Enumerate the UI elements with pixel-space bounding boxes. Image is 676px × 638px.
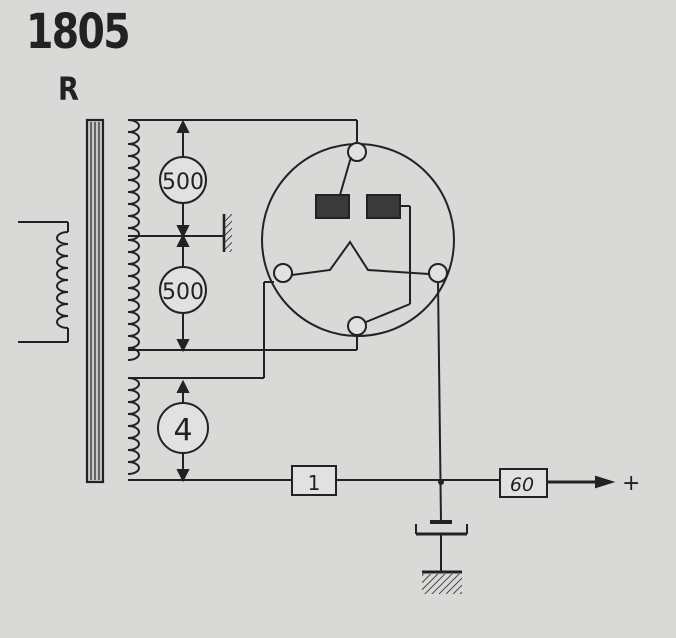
capacitor-ground bbox=[422, 570, 462, 594]
heater-secondary-winding bbox=[127, 377, 140, 475]
pin-anode-2 bbox=[347, 316, 367, 336]
tube-type-label: 1805 bbox=[26, 4, 131, 60]
hv-lower-voltage-arrow bbox=[176, 233, 190, 353]
hv-upper-voltage-label: 500 bbox=[162, 170, 204, 195]
choke-label: 60 bbox=[510, 474, 534, 496]
heater-voltage-circle bbox=[157, 402, 209, 454]
hv-upper-voltage-arrow bbox=[176, 119, 190, 239]
transformer-core bbox=[85, 118, 105, 484]
output-junction bbox=[438, 479, 444, 485]
series-resistor-label: 1 bbox=[308, 471, 321, 495]
anode-left bbox=[315, 194, 350, 219]
tube-suffix-label: R bbox=[58, 70, 79, 108]
pin-anode-1 bbox=[347, 142, 367, 162]
anode-right bbox=[366, 194, 401, 219]
heater-leads bbox=[128, 281, 292, 481]
output-polarity-label: + bbox=[622, 471, 640, 496]
heater-voltage-arrow bbox=[176, 379, 190, 483]
pin-filament-1 bbox=[273, 263, 293, 283]
filter-capacitor bbox=[415, 520, 468, 572]
primary-winding bbox=[18, 221, 69, 343]
hv-winding-leads bbox=[128, 119, 358, 351]
tube-envelope bbox=[261, 143, 455, 337]
tube-internal-wiring bbox=[291, 156, 430, 323]
series-resistor bbox=[291, 465, 337, 496]
pin-filament-2 bbox=[428, 263, 448, 283]
output-arrow bbox=[595, 475, 616, 489]
hv-lower-voltage-circle bbox=[159, 266, 207, 314]
hv-lower-voltage-label: 500 bbox=[162, 280, 204, 305]
center-tap-ground bbox=[222, 214, 232, 252]
hv-upper-voltage-circle bbox=[159, 156, 207, 204]
heater-voltage-label: 4 bbox=[173, 413, 192, 448]
hv-secondary-winding bbox=[127, 119, 140, 361]
cathode-output-lead bbox=[437, 281, 442, 523]
